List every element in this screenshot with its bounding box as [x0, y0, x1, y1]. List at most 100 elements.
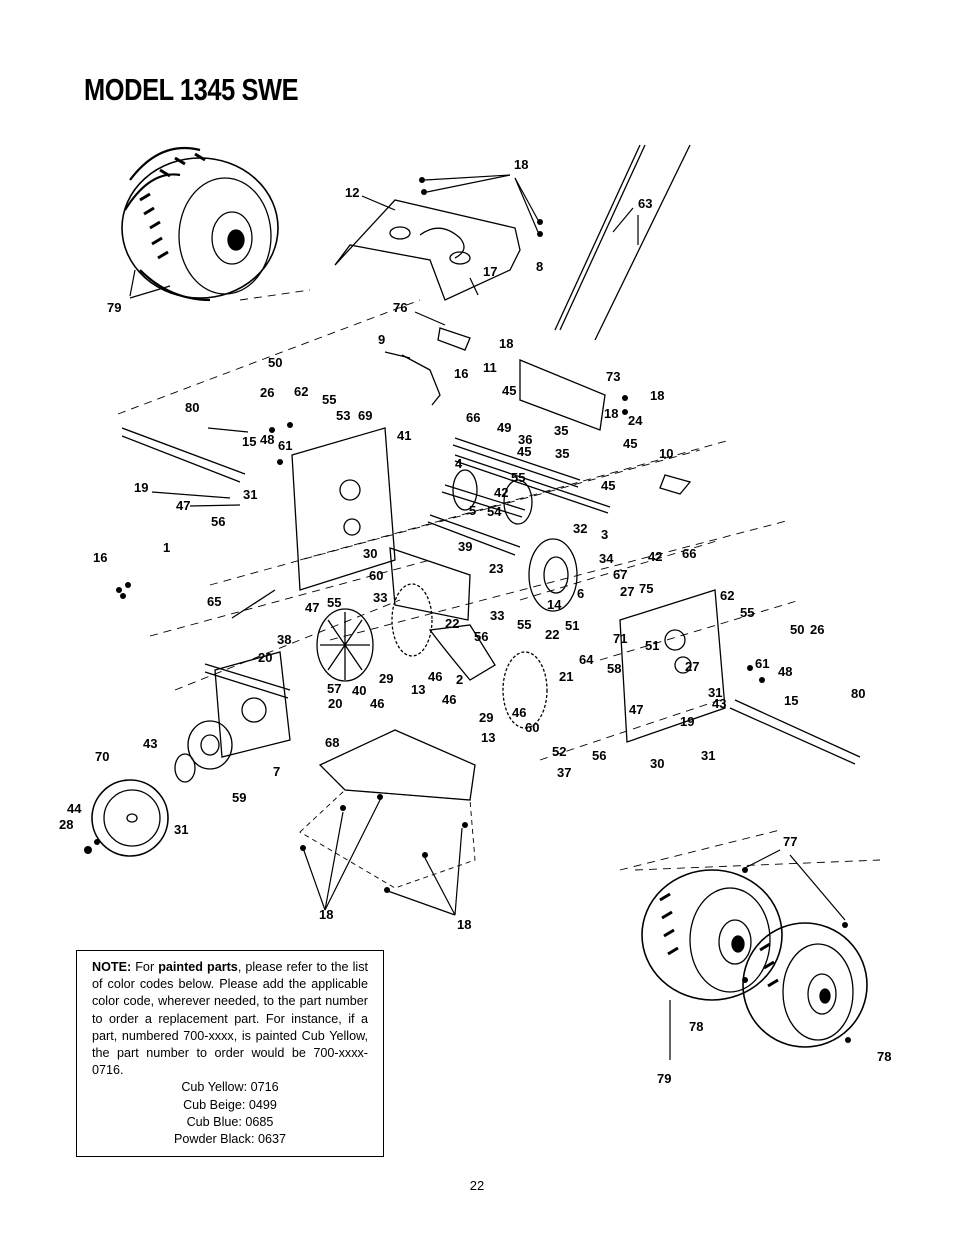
callout: 9	[378, 332, 385, 347]
callout: 27	[620, 584, 634, 599]
lower-plate	[299, 729, 476, 889]
bolts	[84, 177, 851, 1043]
note-text: NOTE: For painted parts, please refer to…	[92, 959, 368, 1079]
callout: 47	[176, 498, 190, 513]
callout: 31	[701, 748, 715, 763]
callout: 39	[458, 539, 472, 554]
callout: 55	[740, 605, 754, 620]
callout: 6	[577, 586, 584, 601]
callout: 55	[517, 617, 531, 632]
callout: 48	[778, 664, 792, 679]
callout: 20	[328, 696, 342, 711]
callout: 18	[604, 406, 618, 421]
callout: 43	[712, 696, 726, 711]
callout: 41	[397, 428, 411, 443]
callout: 46	[442, 692, 456, 707]
alignment-lines	[117, 289, 881, 871]
callout: 71	[613, 631, 627, 646]
callout: 18	[499, 336, 513, 351]
callout: 55	[322, 392, 336, 407]
callout: 61	[755, 656, 769, 671]
callout: 77	[783, 834, 797, 849]
callout: 53	[336, 408, 350, 423]
color-code-line: Powder Black: 0637	[173, 1132, 286, 1147]
callout: 5	[469, 503, 476, 518]
middle-parts	[389, 327, 692, 681]
callout: 56	[211, 514, 225, 529]
callout: 42	[648, 549, 662, 564]
callout: 35	[555, 446, 569, 461]
callout: 30	[650, 756, 664, 771]
callout: 23	[489, 561, 503, 576]
callout: 46	[512, 705, 526, 720]
callout: 21	[559, 669, 573, 684]
callout: 63	[638, 196, 652, 211]
callout: 60	[369, 568, 383, 583]
callout: 27	[685, 659, 699, 674]
right-side-plate	[619, 589, 726, 743]
callout: 80	[851, 686, 865, 701]
callout: 8	[536, 259, 543, 274]
callout: 33	[490, 608, 504, 623]
callout: 45	[502, 383, 516, 398]
note-pre: For	[131, 960, 159, 974]
callout: 28	[59, 817, 73, 832]
callout: 30	[363, 546, 377, 561]
callout: 78	[689, 1019, 703, 1034]
page-title: MODEL 1345 SWE	[84, 72, 299, 107]
callout: 73	[606, 369, 620, 384]
callout: 75	[639, 581, 653, 596]
callout: 45	[517, 444, 531, 459]
callout: 58	[607, 661, 621, 676]
callout: 46	[370, 696, 384, 711]
color-code-line: Cub Blue: 0685	[186, 1114, 274, 1129]
callout: 56	[592, 748, 606, 763]
color-code-line: Cub Yellow: 0716	[181, 1080, 279, 1095]
callout: 52	[552, 744, 566, 759]
callout: 31	[174, 822, 188, 837]
left-side-plate	[214, 427, 396, 758]
callout: 18	[457, 917, 471, 932]
callout: 48	[260, 432, 274, 447]
callout: 78	[877, 1049, 891, 1064]
callout: 57	[327, 681, 341, 696]
top-bracket	[334, 199, 521, 301]
callout: 59	[232, 790, 246, 805]
callout: 15	[242, 434, 256, 449]
callout: 70	[95, 749, 109, 764]
part-callouts: 1 2 3 4 5 6 7 8 9 10 11 12 13 13 14 15 1…	[59, 157, 891, 1086]
callout: 29	[479, 710, 493, 725]
callout: 17	[483, 264, 497, 279]
callout: 35	[554, 423, 568, 438]
handle-rods	[554, 144, 691, 341]
callout: 32	[573, 521, 587, 536]
callout: 37	[557, 765, 571, 780]
upper-left-wheel	[121, 146, 279, 302]
callout: 10	[659, 446, 673, 461]
note-emphasis: painted parts	[158, 960, 238, 974]
callout: 34	[599, 551, 614, 566]
callout: 61	[278, 438, 292, 453]
leader-lines	[129, 174, 846, 1060]
callout: 51	[645, 638, 659, 653]
callout: 62	[294, 384, 308, 399]
color-code-line: Cub Beige: 0499	[183, 1097, 277, 1112]
callout: 19	[134, 480, 148, 495]
callout: 26	[260, 385, 274, 400]
callout: 7	[273, 764, 280, 779]
callout: 49	[497, 420, 511, 435]
callout: 1	[163, 540, 170, 555]
callout: 47	[305, 600, 319, 615]
callout: 24	[628, 413, 643, 428]
callout: 16	[93, 550, 107, 565]
callout: 66	[466, 410, 480, 425]
callout: 12	[345, 185, 359, 200]
callout: 22	[445, 616, 459, 631]
callout: 55	[327, 595, 341, 610]
lower-right-wheels	[641, 869, 868, 1048]
callout: 13	[481, 730, 495, 745]
callout: 13	[411, 682, 425, 697]
callout: 79	[657, 1071, 671, 1086]
callout: 22	[545, 627, 559, 642]
callout: 14	[547, 597, 562, 612]
